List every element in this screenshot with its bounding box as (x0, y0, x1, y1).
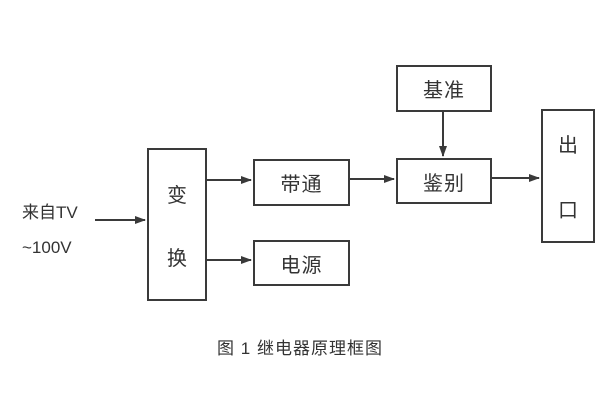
block-reference-label: 基准 (423, 80, 465, 102)
block-transform: 变 换 (147, 148, 207, 301)
block-reference: 基准 (396, 65, 492, 112)
block-power-supply-label: 电源 (280, 254, 323, 277)
block-transform-char2: 换 (167, 247, 187, 270)
input-source-label-line1: 来自TV (22, 203, 78, 222)
block-power-supply: 电源 (253, 240, 350, 286)
block-discriminator: 鉴别 (396, 158, 492, 204)
block-output-char1: 出 (558, 135, 578, 157)
block-bandpass: 带通 (253, 159, 350, 206)
block-discriminator-label: 鉴别 (423, 172, 465, 195)
input-source-label: 来自TV ~100V (22, 204, 78, 256)
block-bandpass-label: 带通 (280, 174, 323, 196)
input-source-label-line2: ~100V (22, 238, 72, 257)
block-output-char2: 口 (558, 200, 578, 222)
figure-caption: 图 1 继电器原理框图 (217, 339, 383, 358)
block-output: 出 口 (541, 109, 595, 243)
block-transform-char1: 变 (167, 184, 187, 207)
